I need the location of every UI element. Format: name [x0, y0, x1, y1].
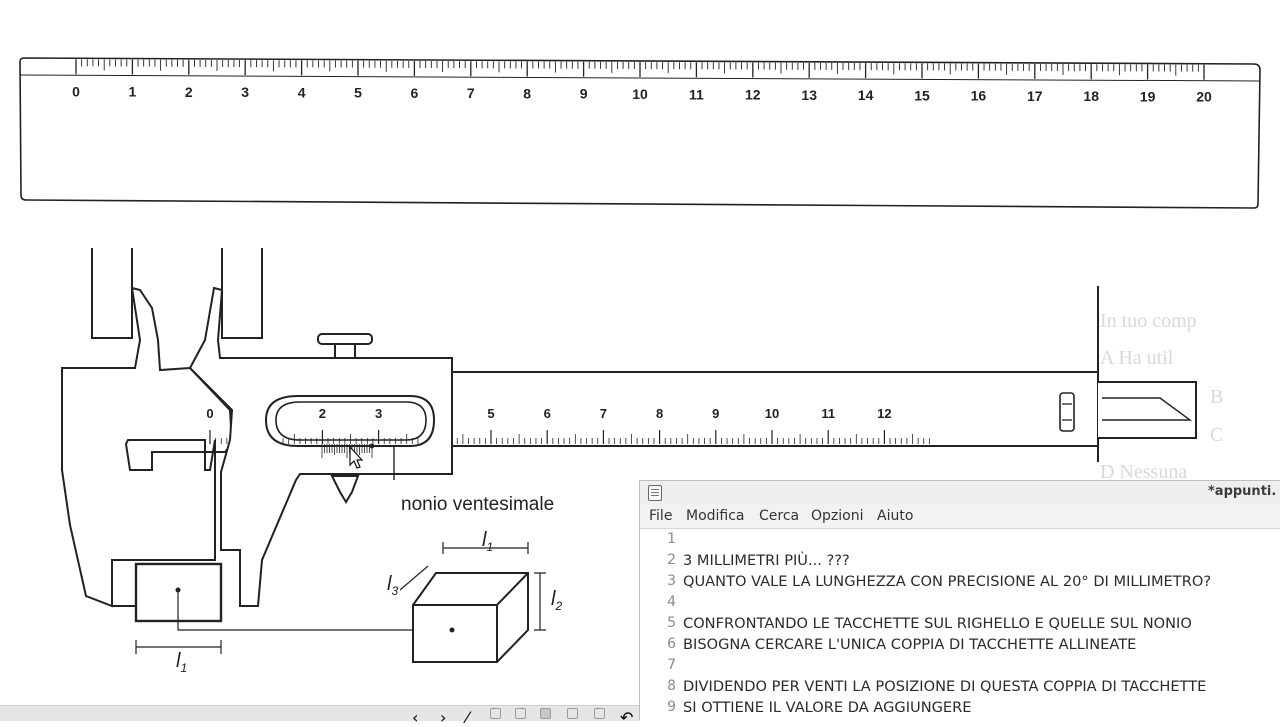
next-slide-icon[interactable]: ›: [440, 708, 447, 727]
caliper: [61, 248, 1197, 654]
text-line: 2 3 MILLIMETRI PIÙ... ???: [640, 550, 1280, 571]
vernier-label: nonio ventesimale: [401, 494, 554, 515]
menu-aiuto[interactable]: Aiuto: [877, 508, 914, 524]
ruler-label: 2: [185, 84, 193, 100]
ruler-label: 14: [858, 87, 874, 103]
ruler-label: 8: [523, 85, 531, 101]
main-scale-label: 7: [600, 406, 607, 421]
main-scale-label: 10: [765, 406, 779, 421]
line-number: 8: [667, 678, 676, 694]
main-scale-label: 9: [712, 406, 719, 421]
ruler-label: 17: [1027, 88, 1043, 104]
ruler-label: 12: [745, 87, 761, 103]
ruler-label: 15: [914, 87, 930, 103]
line-text[interactable]: DIVIDENDO PER VENTI LA POSIZIONE DI QUES…: [683, 678, 1207, 695]
line-text[interactable]: 3 MILLIMETRI PIÙ... ???: [683, 552, 850, 569]
text-line: 8 DIVIDENDO PER VENTI LA POSIZIONE DI QU…: [640, 676, 1280, 697]
pointer-icon[interactable]: [540, 708, 551, 719]
ruler-label: 20: [1196, 89, 1212, 105]
text-line: 5 CONFRONTANDO LE TACCHETTE SUL RIGHELLO…: [640, 613, 1280, 634]
ghost-text-5: D Nessuna: [1100, 461, 1188, 483]
ruler-label: 0: [72, 83, 80, 99]
cube-l3-label: l3: [387, 573, 398, 598]
cube-l1-label: l1: [482, 529, 493, 554]
ruler-label: 10: [632, 86, 648, 102]
menu-opzioni[interactable]: Opzioni: [811, 508, 864, 524]
title-bar[interactable]: *appunti.: [640, 481, 1280, 505]
ruler-label: 3: [241, 84, 249, 100]
line-text[interactable]: QUANTO VALE LA LUNGHEZZA CON PRECISIONE …: [683, 573, 1212, 590]
menu-modifica[interactable]: Modifica: [686, 508, 745, 524]
fullscreen-icon[interactable]: [594, 708, 605, 719]
main-scale-ticks: [209, 430, 930, 444]
ghost-text-1: In tuo comp: [1100, 310, 1197, 332]
main-scale-label: 0: [206, 406, 213, 421]
main-scale-label: 12: [877, 406, 891, 421]
ruler-label: 4: [298, 84, 306, 100]
line-number: 9: [667, 699, 676, 715]
main-scale-label: 6: [544, 406, 551, 421]
line-number: 1: [667, 531, 676, 547]
line-number: 3: [667, 573, 676, 589]
prev-slide-icon[interactable]: ‹: [412, 708, 419, 727]
line-text[interactable]: CONFRONTANDO LE TACCHETTE SUL RIGHELLO E…: [683, 615, 1192, 632]
ruler-label: 7: [467, 85, 475, 101]
line-number: 7: [667, 657, 676, 673]
text-line: 9 SI OTTIENE IL VALORE DA AGGIUNGERE: [640, 697, 1280, 718]
ruler-ticks: [75, 59, 1205, 80]
slideshow-toolbar: ‹ › ⁄ ↶: [0, 705, 640, 727]
ruler-label: 19: [1140, 88, 1156, 104]
window-icon[interactable]: [490, 708, 501, 719]
line-number: 4: [667, 594, 676, 610]
ruler-label: 13: [801, 87, 817, 103]
ghost-text-3: B: [1210, 386, 1224, 408]
undo-icon[interactable]: ↶: [620, 708, 634, 727]
cube-l2-label: l2: [551, 588, 562, 613]
ruler-label: 1: [129, 84, 137, 100]
line-text[interactable]: BISOGNA CERCARE L'UNICA COPPIA DI TACCHE…: [683, 636, 1137, 653]
line-number: 5: [667, 615, 676, 631]
pen-icon[interactable]: ⁄: [466, 708, 469, 727]
zoom-icon[interactable]: [515, 708, 526, 719]
ghost-text-4: C: [1210, 424, 1224, 446]
line-text[interactable]: SI OTTIENE IL VALORE DA AGGIUNGERE: [683, 699, 972, 716]
text-line: 6 BISOGNA CERCARE L'UNICA COPPIA DI TACC…: [640, 634, 1280, 655]
text-editor-window[interactable]: *appunti. File Modifica Cerca Opzioni Ai…: [639, 480, 1280, 720]
main-scale-label: 3: [375, 406, 382, 421]
ghost-text-2: A Ha util: [1100, 347, 1174, 369]
cube: [399, 542, 546, 663]
ruler-label: 11: [689, 86, 704, 102]
text-line: 7: [640, 655, 1280, 676]
main-scale-label: 2: [319, 406, 326, 421]
ruler-label: 16: [971, 88, 987, 104]
mouse-pointer-icon: [349, 445, 364, 469]
ruler-label: 6: [411, 85, 419, 101]
main-scale-label: 5: [487, 406, 494, 421]
text-area[interactable]: 1 2 3 MILLIMETRI PIÙ... ??? 3 QUANTO VAL…: [640, 529, 1280, 721]
notepad-icon: [648, 485, 662, 501]
ruler-label: 9: [580, 86, 588, 102]
line-number: 2: [667, 552, 676, 568]
text-line: 1: [640, 529, 1280, 550]
main-scale-label: 8: [656, 406, 663, 421]
menu-file[interactable]: File: [649, 508, 673, 524]
ruler-label: 5: [354, 85, 362, 101]
window-title: *appunti.: [1208, 484, 1277, 499]
line-number: 6: [667, 636, 676, 652]
menu-bar: File Modifica Cerca Opzioni Aiuto: [640, 505, 1280, 529]
main-scale-label: 11: [821, 406, 835, 421]
menu-cerca[interactable]: Cerca: [759, 508, 800, 524]
jaw-dimension-label: l1: [176, 650, 187, 675]
zoom-in-icon[interactable]: [567, 708, 578, 719]
text-line: 3 QUANTO VALE LA LUNGHEZZA CON PRECISION…: [640, 571, 1280, 592]
ruler-label: 18: [1083, 88, 1099, 104]
text-line: 4: [640, 592, 1280, 613]
